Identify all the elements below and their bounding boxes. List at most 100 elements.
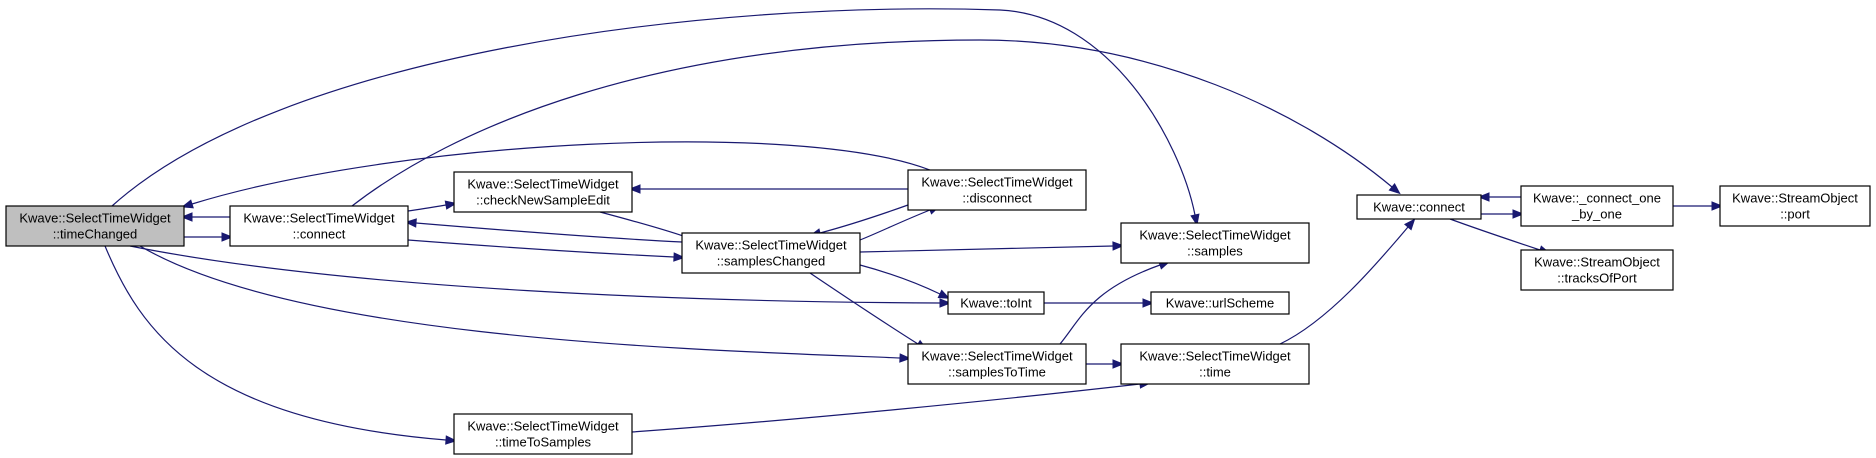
edge-line: [111, 8, 1196, 216]
edge-connectOneByOne-to-port: [1673, 201, 1724, 211]
node-box: [1520, 185, 1674, 227]
edge-arrowhead: [1512, 209, 1525, 219]
edge-line: [631, 383, 1141, 433]
node-label-line: ::samplesChanged: [717, 254, 825, 269]
node-label-line: Kwave::StreamObject: [1732, 191, 1858, 206]
node-timeChanged[interactable]: Kwave::SelectTimeWidget::timeChanged: [5, 205, 185, 247]
edge-timeChanged-to-samples: [111, 8, 1200, 227]
edge-connect-to-timeChanged: [180, 212, 230, 222]
edge-connect-to-kconnect: [351, 39, 1401, 207]
node-label-line: ::port: [1780, 207, 1810, 222]
node-toInt[interactable]: Kwave::toInt: [947, 291, 1045, 315]
edge-arrowhead: [181, 199, 194, 209]
edge-line: [415, 222, 683, 243]
node-label-line: Kwave::SelectTimeWidget: [921, 175, 1073, 190]
edge-arrowhead: [1112, 359, 1125, 369]
edge-line: [1279, 226, 1409, 345]
node-label-line: _by_one: [1571, 207, 1622, 222]
node-label-line: Kwave::SelectTimeWidget: [467, 419, 619, 434]
node-connect[interactable]: Kwave::SelectTimeWidget::connect: [229, 205, 409, 247]
nodes-layer: Kwave::SelectTimeWidget::timeChangedKwav…: [5, 169, 1871, 455]
node-samplesChanged[interactable]: Kwave::SelectTimeWidget::samplesChanged: [681, 232, 861, 274]
edge-line: [859, 209, 931, 241]
node-label-line: Kwave::SelectTimeWidget: [467, 177, 619, 192]
node-label-line: Kwave::urlScheme: [1166, 296, 1274, 311]
node-kconnect[interactable]: Kwave::connect: [1356, 194, 1482, 220]
edge-arrowhead: [899, 353, 912, 363]
edge-line: [809, 272, 919, 345]
node-connectOneByOne[interactable]: Kwave::_connect_one_by_one: [1520, 185, 1674, 227]
edges-layer: [104, 8, 1724, 445]
node-disconnect[interactable]: Kwave::SelectTimeWidget::disconnect: [907, 169, 1087, 211]
node-label-line: Kwave::SelectTimeWidget: [1139, 349, 1291, 364]
node-label-line: ::tracksOfPort: [1557, 271, 1637, 286]
node-urlScheme[interactable]: Kwave::urlScheme: [1150, 291, 1290, 315]
node-samples[interactable]: Kwave::SelectTimeWidget::samples: [1120, 222, 1310, 264]
edge-samplesToTime-to-time: [1086, 359, 1125, 369]
edge-line: [351, 39, 1393, 207]
edge-line: [191, 141, 931, 205]
edge-arrowhead: [445, 435, 458, 445]
node-box: [907, 169, 1087, 211]
node-label-line: Kwave::SelectTimeWidget: [695, 238, 847, 253]
node-label-line: Kwave::_connect_one: [1533, 191, 1661, 206]
node-label-line: ::timeToSamples: [495, 435, 592, 450]
edge-samplesChanged-to-connect: [404, 218, 683, 243]
edge-arrowhead: [1711, 201, 1724, 211]
edge-line: [129, 245, 941, 304]
node-box: [5, 205, 185, 247]
edge-samplesChanged-to-samplesToTime: [809, 272, 928, 351]
node-box: [1520, 249, 1674, 291]
node-label-line: Kwave::connect: [1373, 200, 1465, 215]
node-checkNewSampleEdit[interactable]: Kwave::SelectTimeWidget::checkNewSampleE…: [453, 171, 633, 213]
edge-connectOneByOne-to-kconnect: [1477, 192, 1521, 202]
node-box: [1719, 185, 1871, 227]
edge-samplesChanged-to-samples: [859, 241, 1125, 253]
edge-disconnect-to-timeChanged: [181, 141, 931, 209]
edge-line: [139, 245, 901, 359]
node-box: [1356, 194, 1482, 220]
node-box: [1120, 343, 1310, 385]
edge-line: [1059, 264, 1161, 345]
node-box: [453, 171, 633, 213]
node-tracksOfPort[interactable]: Kwave::StreamObject::tracksOfPort: [1520, 249, 1674, 291]
edge-line: [104, 245, 447, 441]
edge-arrowhead: [937, 289, 951, 299]
node-label-line: ::samplesToTime: [948, 365, 1046, 380]
edge-timeChanged-to-timeToSamples: [104, 245, 458, 445]
node-box: [1120, 222, 1310, 264]
edge-timeChanged-to-toInt: [129, 245, 952, 308]
node-box: [1150, 291, 1290, 315]
edge-arrowhead: [444, 200, 458, 210]
edge-time-to-kconnect: [1279, 218, 1416, 345]
edge-timeChanged-to-samplesToTime: [139, 245, 912, 363]
edge-line: [407, 239, 675, 258]
edge-arrowhead: [1404, 218, 1416, 231]
edge-arrowhead: [221, 232, 234, 242]
node-label-line: ::samples: [1187, 244, 1243, 259]
node-label-line: Kwave::SelectTimeWidget: [243, 211, 395, 226]
edge-arrowhead: [1142, 298, 1155, 308]
node-samplesToTime[interactable]: Kwave::SelectTimeWidget::samplesToTime: [907, 343, 1087, 385]
edge-line: [407, 204, 447, 212]
node-label-line: ::time: [1199, 365, 1231, 380]
node-time[interactable]: Kwave::SelectTimeWidget::time: [1120, 343, 1310, 385]
edge-toInt-to-urlScheme: [1044, 298, 1155, 308]
edge-timeToSamples-to-time: [631, 379, 1152, 433]
edge-checkNewSampleEdit-to-samplesChanged: [599, 211, 697, 242]
edge-arrowhead: [1477, 192, 1490, 202]
node-box: [229, 205, 409, 247]
node-box: [947, 291, 1045, 315]
edge-arrowhead: [1388, 183, 1401, 195]
edge-line: [1449, 218, 1541, 251]
edge-arrowhead: [1112, 241, 1125, 251]
node-port[interactable]: Kwave::StreamObject::port: [1719, 185, 1871, 227]
node-timeToSamples[interactable]: Kwave::SelectTimeWidget::timeToSamples: [453, 413, 633, 455]
node-label-line: Kwave::SelectTimeWidget: [1139, 228, 1291, 243]
edge-connect-to-checkNewSampleEdit: [407, 200, 458, 212]
edge-line: [859, 264, 941, 295]
node-label-line: Kwave::SelectTimeWidget: [19, 211, 171, 226]
edge-line: [859, 245, 1114, 253]
edge-connect-to-samplesChanged: [407, 239, 686, 262]
